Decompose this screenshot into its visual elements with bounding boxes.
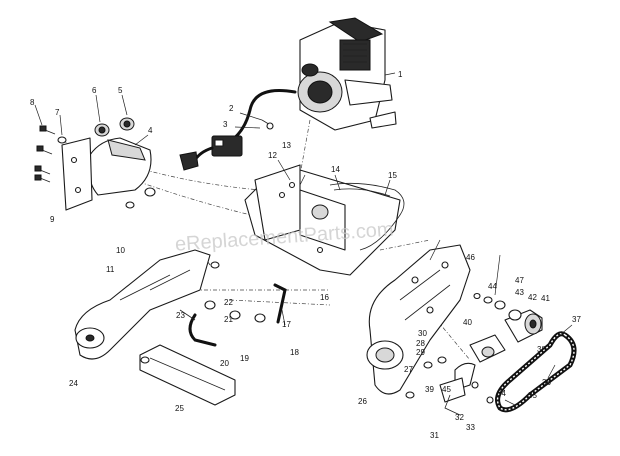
brace — [139, 344, 236, 406]
callout-25: 25 — [175, 404, 184, 413]
chassis — [244, 164, 405, 276]
auger-housing-side — [366, 244, 471, 395]
callout-29: 29 — [416, 348, 425, 357]
callout-8: 8 — [30, 98, 35, 107]
callout-labels: 1 2 3 4 5 6 7 8 9 10 11 12 13 14 15 16 1… — [30, 70, 581, 440]
callout-39: 39 — [425, 385, 434, 394]
callout-16: 16 — [320, 293, 329, 302]
callout-43: 43 — [515, 288, 524, 297]
callout-31: 31 — [430, 431, 439, 440]
callout-1: 1 — [398, 70, 403, 79]
callout-20: 20 — [220, 359, 229, 368]
callout-44: 44 — [488, 282, 497, 291]
small-hardware — [405, 356, 494, 416]
callout-6: 6 — [92, 86, 97, 95]
callout-24: 24 — [69, 379, 78, 388]
callout-2: 2 — [229, 104, 234, 113]
callout-11: 11 — [106, 265, 115, 274]
callout-41: 41 — [541, 294, 550, 303]
callout-15: 15 — [388, 171, 397, 180]
callout-27: 27 — [404, 365, 413, 374]
chute-assembly — [34, 117, 156, 211]
callout-47: 47 — [515, 276, 524, 285]
pulley-assembly — [454, 292, 543, 391]
left-frame — [74, 249, 211, 360]
callout-22: 22 — [224, 298, 233, 307]
callout-7: 7 — [55, 108, 60, 117]
callout-26: 26 — [358, 397, 367, 406]
callout-9: 9 — [50, 215, 55, 224]
callout-13: 13 — [282, 141, 291, 150]
engine — [297, 17, 397, 131]
callout-3: 3 — [223, 120, 228, 129]
callout-34: 34 — [497, 389, 506, 398]
callout-30: 30 — [418, 329, 427, 338]
callout-33: 33 — [466, 423, 475, 432]
callout-17: 17 — [282, 320, 291, 329]
callout-4: 4 — [148, 126, 153, 135]
callout-23: 23 — [176, 311, 185, 320]
callout-46: 46 — [466, 253, 475, 262]
callout-14: 14 — [331, 165, 340, 174]
callout-12: 12 — [268, 151, 277, 160]
linkage-parts — [140, 261, 287, 364]
callout-32: 32 — [455, 413, 464, 422]
callout-21: 21 — [224, 315, 233, 324]
callout-18: 18 — [290, 348, 299, 357]
callout-28: 28 — [416, 339, 425, 348]
callout-42: 42 — [528, 293, 537, 302]
callout-5: 5 — [118, 86, 123, 95]
callout-35: 35 — [528, 391, 537, 400]
callout-36: 36 — [542, 378, 551, 387]
callout-45: 45 — [442, 385, 451, 394]
callout-40: 40 — [463, 318, 472, 327]
callout-38: 38 — [537, 345, 546, 354]
callout-10: 10 — [116, 246, 125, 255]
callout-19: 19 — [240, 354, 249, 363]
callout-37: 37 — [572, 315, 581, 324]
leader-lines — [34, 72, 573, 406]
electric-starter-cord — [179, 89, 297, 171]
drive-belt — [495, 331, 577, 413]
